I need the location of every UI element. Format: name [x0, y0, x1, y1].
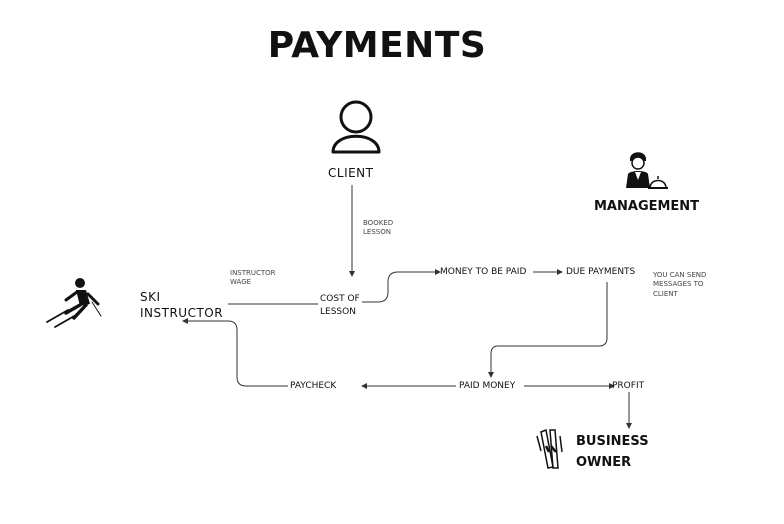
node-management: MANAGEMENT [594, 199, 700, 214]
node-due-payments: DUE PAYMENTS [566, 267, 636, 277]
node-cost-of-lesson: COST OF LESSON [320, 293, 360, 319]
skier-icon [46, 278, 102, 328]
note-instructor-wage: INSTRUCTOR WAGE [230, 269, 276, 288]
note-booked-lesson-line1: BOOKED [363, 219, 394, 227]
page-title: PAYMENTS [267, 25, 487, 66]
note-instructor-wage-line1: INSTRUCTOR [230, 269, 276, 277]
concierge-icon [626, 152, 668, 189]
note-booked-lesson-line2: LESSON [363, 228, 391, 237]
skis-icon [536, 428, 563, 469]
person-outline-icon [331, 100, 381, 154]
node-business-owner: BUSINESS OWNER [576, 432, 649, 474]
note-booked-lesson: BOOKED LESSON [363, 219, 393, 238]
node-profit: PROFIT [612, 381, 645, 391]
note-send-messages-line3: CLIENT [653, 289, 678, 298]
note-send-messages: YOU CAN SEND MESSAGES TO CLIENT [653, 271, 706, 299]
node-paycheck: PAYCHECK [290, 381, 337, 391]
node-cost-of-lesson-line1: COST OF [320, 294, 360, 304]
node-business-owner-line1: BUSINESS [576, 434, 649, 449]
node-business-owner-line2: OWNER [576, 454, 632, 470]
edge-cost-money [362, 269, 441, 303]
node-paid-money: PAID MONEY [459, 381, 516, 391]
node-ski-instructor-line2: INSTRUCTOR [140, 306, 224, 321]
node-ski-instructor: SKI INSTRUCTOR [140, 289, 223, 321]
note-instructor-wage-line2: WAGE [230, 278, 252, 287]
edge-due-paid [488, 282, 608, 378]
node-money-to-be-paid: MONEY TO BE PAID [440, 267, 527, 277]
node-ski-instructor-line1: SKI [140, 290, 161, 304]
note-send-messages-line1: YOU CAN SEND [653, 271, 707, 279]
node-client: CLIENT [328, 166, 374, 180]
connectors [182, 185, 632, 429]
edge-paycheck-instructor [182, 318, 288, 387]
node-cost-of-lesson-line2: LESSON [320, 307, 356, 318]
note-send-messages-line2: MESSAGES TO [653, 280, 704, 289]
